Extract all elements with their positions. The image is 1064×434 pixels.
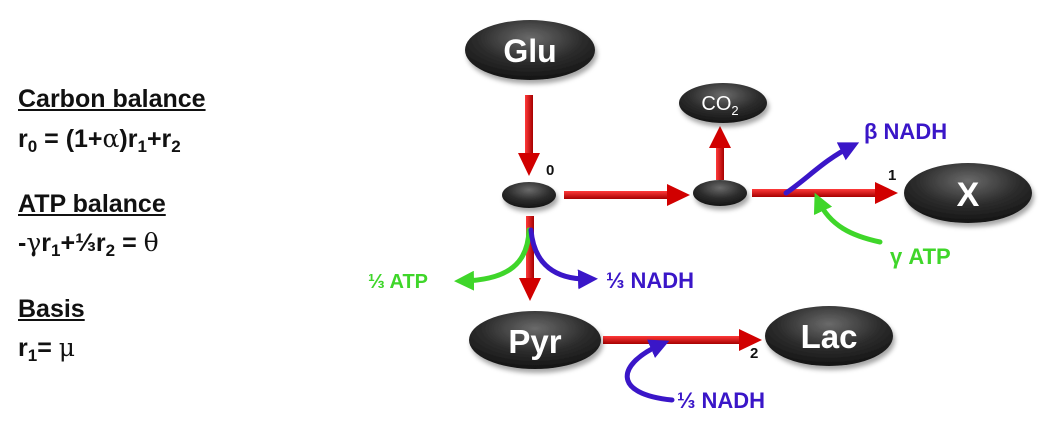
arrow-gamma-atp bbox=[813, 192, 883, 245]
node-co2: CO2 bbox=[679, 83, 767, 123]
node-lac-label: Lac bbox=[801, 318, 858, 355]
node-x-label: X bbox=[957, 176, 980, 214]
beta-nadh-label: β NADH bbox=[864, 119, 947, 144]
arrow-junction-to-co2 bbox=[709, 126, 731, 180]
arrow-branch-to-pyr bbox=[519, 216, 541, 301]
node-branch-point bbox=[502, 182, 556, 208]
gamma-atp-label: γ ATP bbox=[890, 244, 951, 269]
basis-equation: r1= μ bbox=[18, 333, 75, 365]
node-pyr-label: Pyr bbox=[508, 323, 561, 360]
node-co2-label: CO2 bbox=[701, 93, 738, 118]
arrow-branch-to-junction bbox=[564, 184, 690, 206]
third-nadh-branch-label: ⅓ NADH bbox=[606, 268, 694, 293]
atp-balance-heading: ATP balance bbox=[18, 190, 166, 218]
third-nadh-lac-label: ⅓ NADH bbox=[677, 388, 765, 413]
node-lac: Lac bbox=[765, 306, 893, 366]
atp-balance-equation: -γr1+⅓r2 = θ bbox=[18, 228, 159, 260]
flux-label-r1: 1 bbox=[888, 167, 896, 184]
basis-heading: Basis bbox=[18, 295, 85, 323]
carbon-balance-equation: r0 = (1+α)r1+r2 bbox=[18, 124, 181, 156]
node-glu-label: Glu bbox=[503, 33, 556, 69]
arrow-junction-to-x bbox=[752, 182, 898, 204]
node-pyr: Pyr bbox=[469, 311, 601, 369]
arrow-glu-to-branch bbox=[518, 95, 540, 176]
carbon-balance-heading: Carbon balance bbox=[18, 85, 206, 113]
node-junction bbox=[693, 180, 747, 206]
node-x: X bbox=[904, 163, 1032, 223]
third-atp-label: ⅓ ATP bbox=[368, 271, 428, 293]
arrow-third-atp bbox=[454, 227, 532, 291]
arrow-beta-nadh bbox=[783, 142, 860, 196]
arrow-pyr-to-lac bbox=[603, 329, 762, 351]
node-glu: Glu bbox=[465, 20, 595, 80]
flux-label-r0: 0 bbox=[546, 162, 554, 179]
flux-label-r2: 2 bbox=[750, 345, 758, 362]
arrow-third-nadh-branch bbox=[528, 227, 598, 290]
arrow-third-nadh-lac bbox=[624, 339, 675, 403]
